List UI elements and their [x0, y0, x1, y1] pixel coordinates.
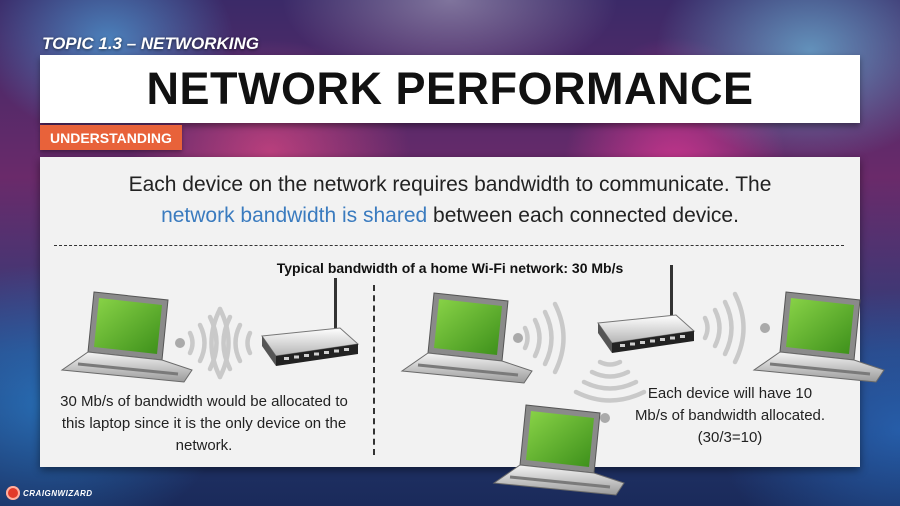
- laptop-icon: [60, 290, 194, 384]
- wifi-router-icon: [597, 264, 695, 354]
- topic-label: TOPIC 1.3 – NETWORKING: [42, 34, 259, 53]
- signal-dot: [600, 413, 610, 423]
- bandwidth-subheading: Typical bandwidth of a home Wi-Fi networ…: [276, 260, 624, 276]
- laptop-icon: [752, 290, 886, 384]
- signal-dot: [513, 333, 523, 343]
- separator-line: [54, 245, 844, 246]
- intro-part1: Each device on the network requires band…: [128, 173, 772, 196]
- page-title: NETWORK PERFORMANCE: [146, 63, 754, 114]
- laptop-icon: [400, 291, 534, 385]
- single-device-note: 30 Mb/s of bandwidth would be allocated …: [60, 393, 348, 454]
- wifi-signal-icon: [705, 294, 744, 362]
- intro-text: Each device on the network requires band…: [40, 169, 860, 231]
- intro-highlight: network bandwidth is shared: [161, 204, 428, 227]
- signal-dot: [175, 338, 185, 348]
- section-tag: UNDERSTANDING: [40, 125, 182, 150]
- title-bar: NETWORK PERFORMANCE: [40, 55, 860, 123]
- signal-dot: [760, 323, 770, 333]
- brand-logo: CRAIGNWIZARD: [6, 486, 93, 500]
- logo-wordmark: CRAIGNWIZARD: [23, 488, 93, 498]
- wifi-signal-icon: [525, 304, 564, 372]
- scenario-divider: [373, 285, 375, 455]
- shared-devices-note: Each device will have 10 Mb/s of bandwid…: [634, 385, 826, 446]
- logo-icon: [6, 486, 20, 500]
- wifi-router-icon: [261, 277, 359, 367]
- wifi-signal-icon: [576, 362, 644, 401]
- intro-part2: between each connected device.: [427, 204, 739, 227]
